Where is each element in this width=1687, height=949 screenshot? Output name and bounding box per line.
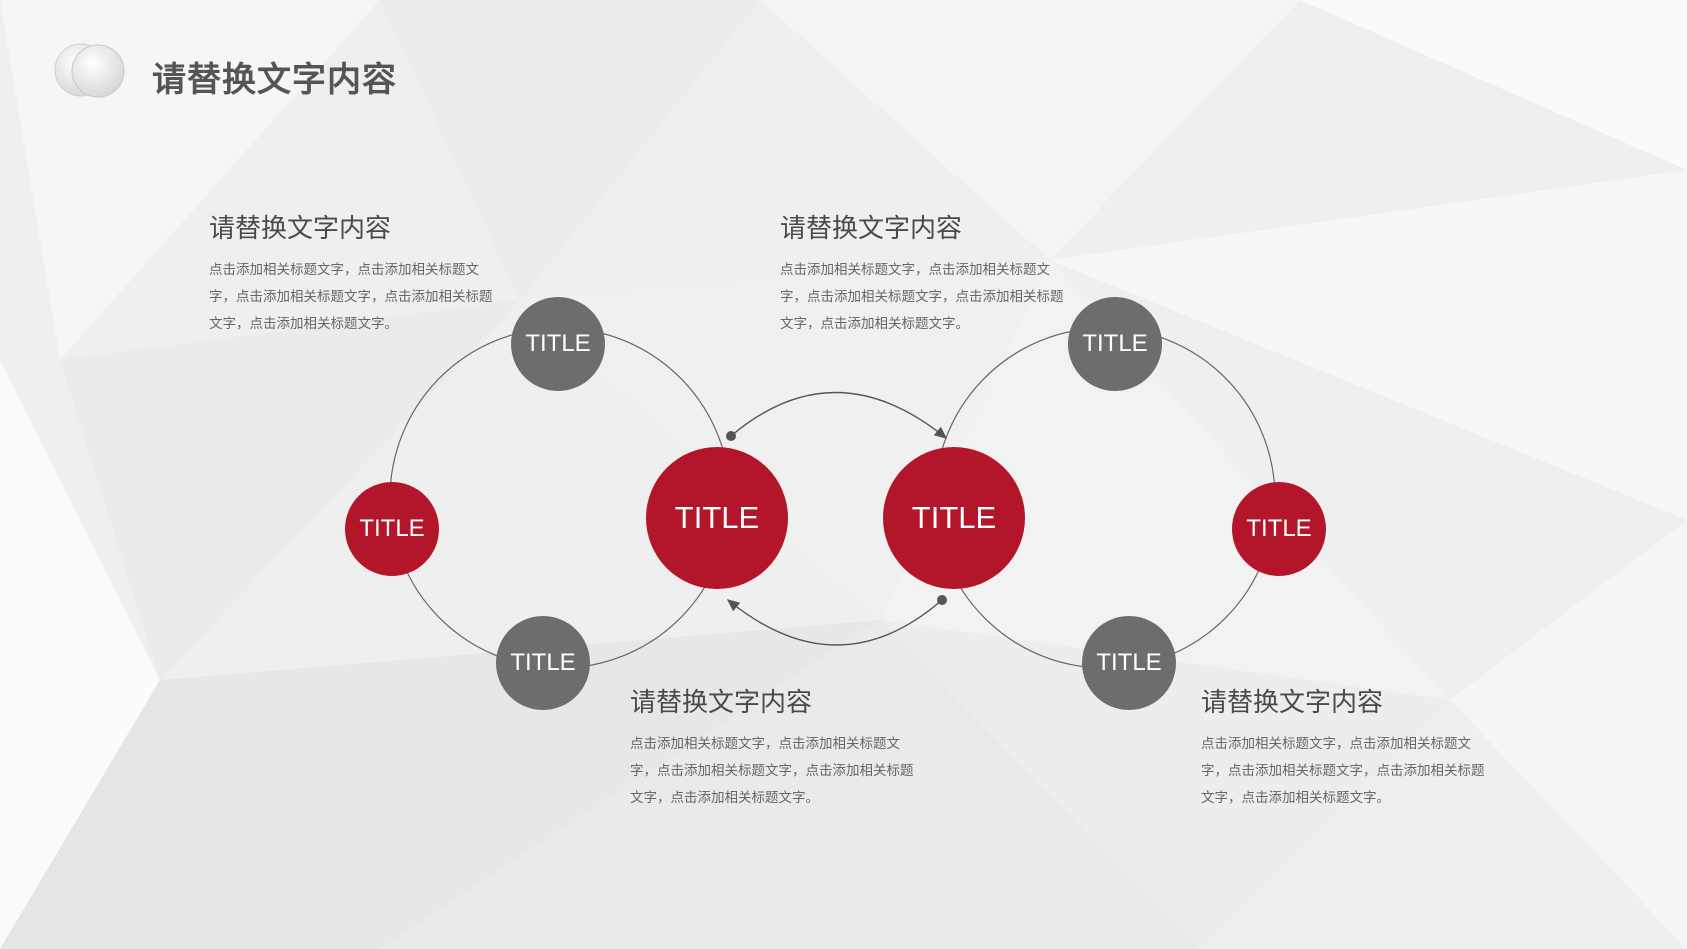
node-right-side: TITLE	[1232, 482, 1326, 576]
node-center-right: TITLE	[883, 447, 1025, 589]
node-left-side: TITLE	[345, 482, 439, 576]
block-heading: 请替换文字内容	[1201, 688, 1384, 718]
text-block-top-left: 请替换文字内容 点击添加相关标题文字，点击添加相关标题文字，点击添加相关标题文字…	[209, 208, 509, 338]
node-left-top: TITLE	[511, 297, 605, 391]
block-body: 点击添加相关标题文字，点击添加相关标题文字，点击添加相关标题文字，点击添加相关标…	[209, 262, 493, 332]
text-block-bottom-center: 请替换文字内容 点击添加相关标题文字，点击添加相关标题文字，点击添加相关标题文字…	[630, 682, 930, 812]
block-body: 点击添加相关标题文字，点击添加相关标题文字，点击添加相关标题文字，点击添加相关标…	[780, 262, 1064, 332]
bottom-arc-dot	[937, 595, 947, 605]
text-block-bottom-right: 请替换文字内容 点击添加相关标题文字，点击添加相关标题文字，点击添加相关标题文字…	[1201, 682, 1501, 812]
node-center-left: TITLE	[646, 447, 788, 589]
node-left-bottom: TITLE	[496, 616, 590, 710]
block-body: 点击添加相关标题文字，点击添加相关标题文字，点击添加相关标题文字，点击添加相关标…	[630, 736, 914, 806]
node-right-top: TITLE	[1068, 297, 1162, 391]
header-circles-icon	[54, 43, 125, 98]
bottom-arc-arrow	[726, 599, 943, 646]
text-block-top-center: 请替换文字内容 点击添加相关标题文字，点击添加相关标题文字，点击添加相关标题文字…	[780, 208, 1080, 338]
block-heading: 请替换文字内容	[780, 214, 963, 244]
block-heading: 请替换文字内容	[630, 688, 813, 718]
node-right-bottom: TITLE	[1082, 616, 1176, 710]
top-arc-arrow	[730, 391, 948, 439]
block-body: 点击添加相关标题文字，点击添加相关标题文字，点击添加相关标题文字，点击添加相关标…	[1201, 736, 1485, 806]
page-title: 请替换文字内容	[152, 60, 397, 100]
block-heading: 请替换文字内容	[209, 214, 392, 244]
top-arc-dot	[726, 431, 736, 441]
